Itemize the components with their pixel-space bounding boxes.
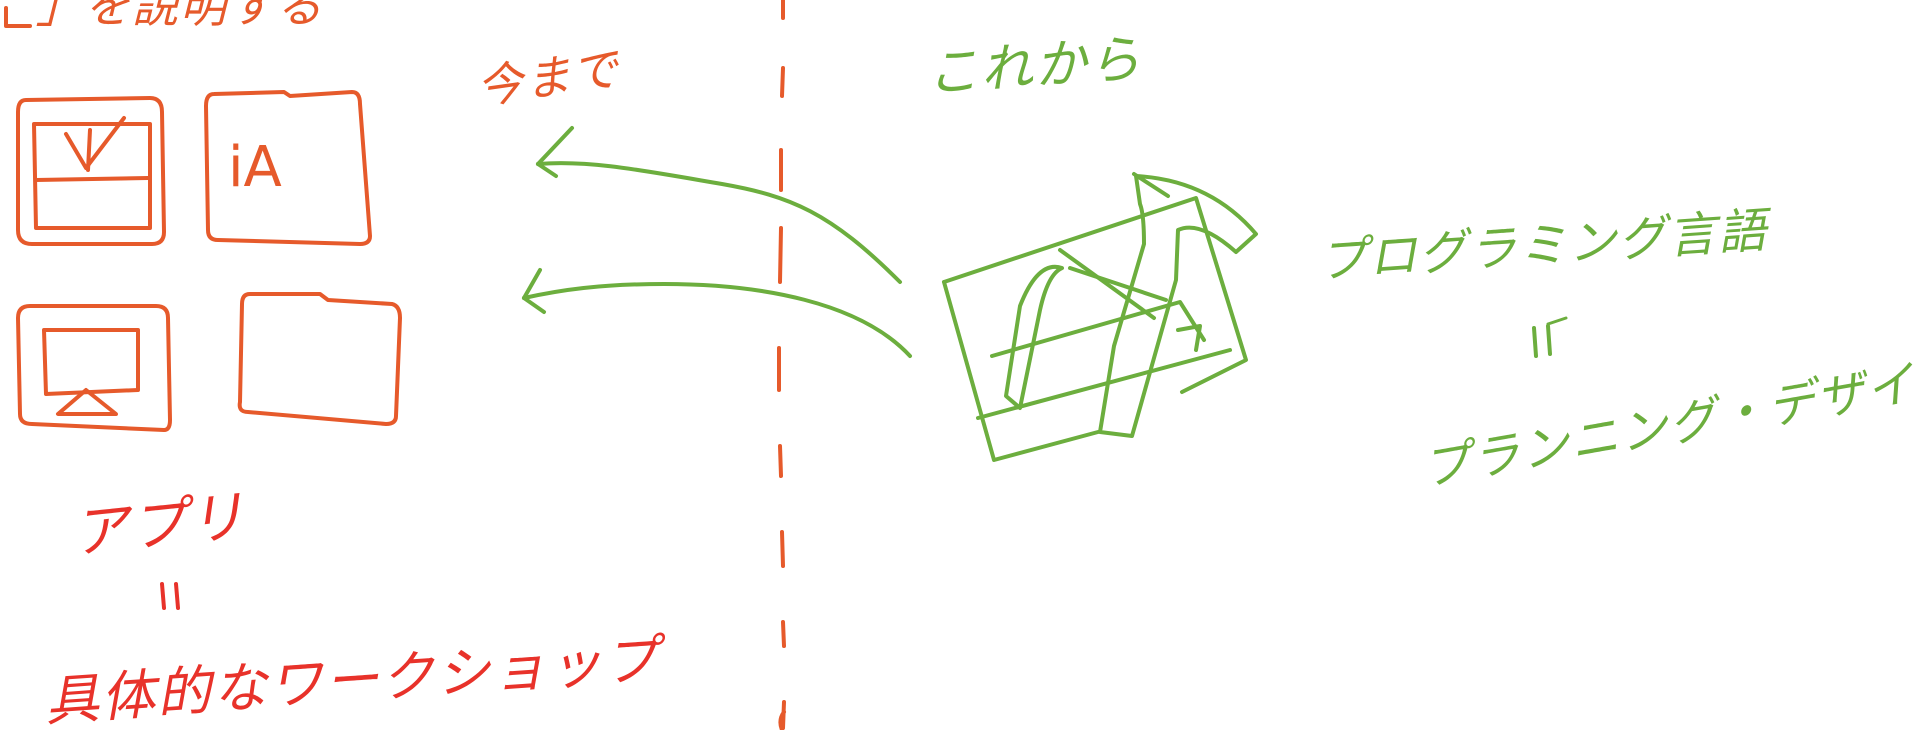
arrow-upper	[536, 126, 902, 284]
pl-equals-marks	[1532, 324, 1552, 358]
marker-lines	[1546, 316, 1568, 326]
ia-icon-text: iA	[228, 135, 282, 200]
xcode-hammer-icon	[942, 172, 1258, 462]
arrow-lower	[522, 268, 912, 358]
divider-dashed-line	[777, 0, 786, 730]
blank-app-icon	[237, 292, 402, 426]
workshop-bottom-stroke	[778, 710, 786, 730]
after-label: これから	[924, 29, 1145, 105]
ia-writer-app-icon	[204, 90, 372, 246]
apps-equals-marks	[160, 582, 180, 610]
top-fragment-text: 」を説明する	[36, 0, 324, 33]
todo-check-app-icon	[16, 96, 166, 246]
keynote-app-icon	[16, 304, 172, 432]
top-fragment-marks	[4, 6, 32, 28]
